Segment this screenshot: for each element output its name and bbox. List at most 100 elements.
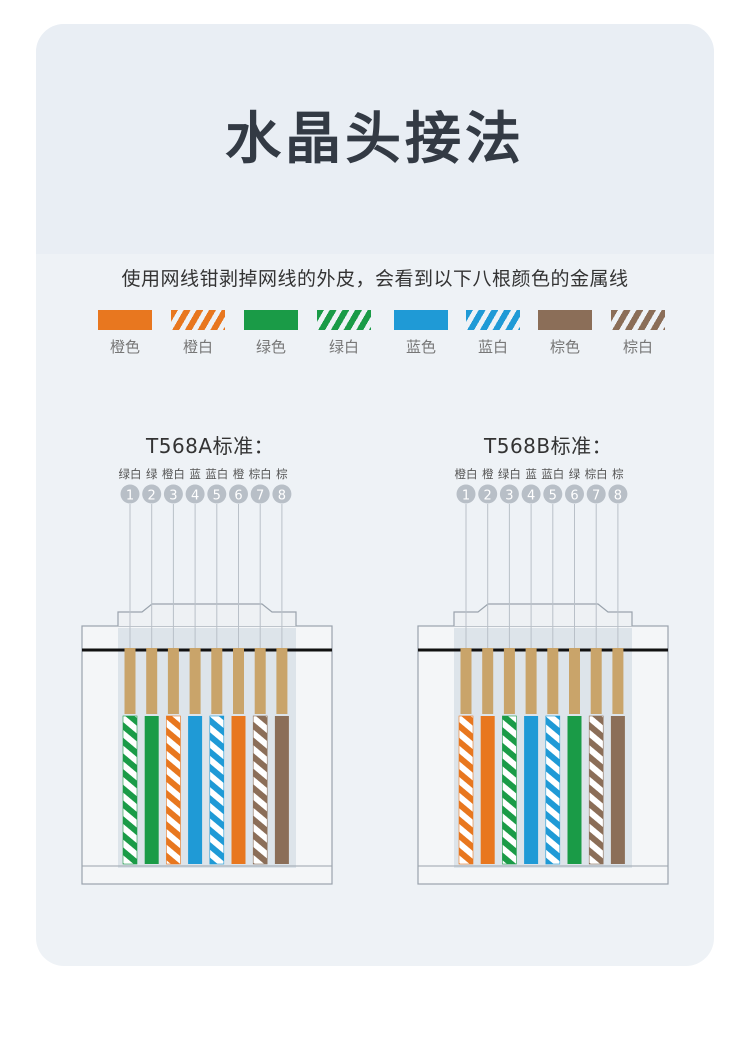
wire-label: 棕 — [276, 467, 288, 481]
gold-pin — [211, 648, 223, 714]
gold-pin — [276, 648, 288, 714]
pin-number-badge — [229, 484, 248, 504]
pin-number: 4 — [191, 489, 199, 504]
wire-label: 橙白 — [455, 467, 478, 481]
pin-number-badge — [586, 484, 606, 504]
wire-label: 棕白 — [249, 467, 272, 481]
pin-number: 1 — [126, 489, 134, 504]
pin-number-badge — [608, 484, 628, 504]
wire-label: 绿 — [146, 467, 158, 481]
wire-label: 橙 — [482, 467, 494, 481]
pin-number: 2 — [484, 489, 492, 504]
pin-number: 6 — [234, 489, 242, 504]
connector-top-latch — [453, 603, 633, 626]
swatch-orange — [98, 310, 152, 330]
wire-label: 绿白 — [498, 467, 521, 481]
wire-orange-white — [458, 715, 474, 865]
pin-number-badge — [272, 484, 292, 504]
color-swatch-legend: 橙色橙白绿色绿白蓝色蓝白棕色棕白 — [0, 310, 750, 380]
wire-label: 棕白 — [585, 467, 608, 481]
wire-label: 蓝 — [525, 467, 537, 481]
pin-number-badge — [521, 484, 541, 504]
pin-number-badge — [142, 484, 162, 504]
wire-brown — [610, 716, 625, 864]
pin-number: 1 — [462, 489, 470, 504]
swatch-label: 绿白 — [328, 338, 359, 356]
card-header-band — [36, 24, 714, 254]
pin-number: 3 — [169, 489, 177, 504]
wire-label: 橙白 — [162, 467, 185, 481]
wire-label: 蓝白 — [205, 467, 228, 481]
gold-pin — [233, 648, 244, 714]
wire-orange — [480, 716, 495, 864]
pin-number-badge — [163, 484, 183, 504]
pin-number-badge — [565, 484, 584, 504]
swatch-blue — [394, 310, 448, 330]
pin-number-badge — [478, 484, 498, 504]
wire-green — [567, 716, 582, 864]
pin-number-badge — [456, 484, 476, 504]
swatch-green-white — [317, 310, 371, 330]
gold-pin — [503, 648, 515, 714]
t568a-title: T568A标准： — [146, 434, 275, 458]
gold-pin — [482, 648, 494, 714]
swatch-green — [244, 310, 298, 330]
gold-pin — [124, 648, 136, 714]
pin-number: 2 — [148, 489, 156, 504]
pin-number: 7 — [256, 489, 264, 504]
t568b-title: T568B标准： — [484, 434, 613, 458]
gold-pin — [167, 648, 179, 714]
gold-pin — [525, 648, 537, 714]
gold-pin — [547, 648, 559, 714]
swatch-label: 橙白 — [182, 338, 213, 356]
swatch-orange-white — [171, 310, 225, 330]
pin-number: 5 — [549, 489, 557, 504]
wire-label: 绿白 — [119, 467, 142, 481]
gold-pin — [189, 648, 201, 714]
swatch-label: 蓝白 — [477, 338, 508, 356]
wire-green-white — [122, 715, 138, 865]
wire-label: 蓝白 — [541, 467, 564, 481]
connector-top-latch — [117, 603, 297, 626]
swatch-brown — [538, 310, 592, 330]
gold-pin — [254, 648, 266, 714]
wire-label: 棕 — [612, 467, 624, 481]
wire-blue — [188, 716, 203, 864]
wire-label: 橙 — [233, 467, 245, 481]
gold-pin — [590, 648, 602, 714]
gold-pin — [146, 648, 158, 714]
pin-number: 6 — [570, 489, 578, 504]
pin-number: 5 — [213, 489, 221, 504]
gold-pin — [612, 648, 624, 714]
wire-green-white — [502, 715, 517, 865]
swatch-blue-white — [466, 310, 520, 330]
swatch-label: 棕白 — [622, 338, 653, 356]
swatch-label: 蓝色 — [405, 338, 436, 356]
pin-number-badge — [499, 484, 519, 504]
wire-blue-white — [545, 715, 561, 865]
wire-brown-white — [252, 715, 268, 865]
gold-pin — [460, 648, 472, 714]
wire-brown-white — [588, 715, 604, 865]
pin-number-badge — [250, 484, 270, 504]
gold-pin — [569, 648, 580, 714]
intro-text: 使用网线钳剥掉网线的外皮，会看到以下八根颜色的金属线 — [121, 268, 629, 290]
pin-number: 8 — [614, 489, 622, 504]
swatch-label: 绿色 — [255, 338, 286, 356]
pin-number-badge — [543, 484, 563, 504]
wire-orange-white — [166, 715, 181, 865]
swatch-label: 橙色 — [109, 338, 140, 356]
pin-number: 3 — [505, 489, 513, 504]
pin-number: 7 — [592, 489, 600, 504]
pin-number-badge — [120, 484, 140, 504]
wire-orange — [231, 716, 246, 864]
page-title: 水晶头接法 — [225, 107, 525, 172]
wire-blue-white — [209, 715, 225, 865]
wire-green — [144, 716, 159, 864]
wire-brown — [274, 716, 289, 864]
swatch-brown-white — [611, 310, 665, 330]
wire-label: 绿 — [569, 467, 581, 481]
pin-number: 8 — [278, 489, 286, 504]
